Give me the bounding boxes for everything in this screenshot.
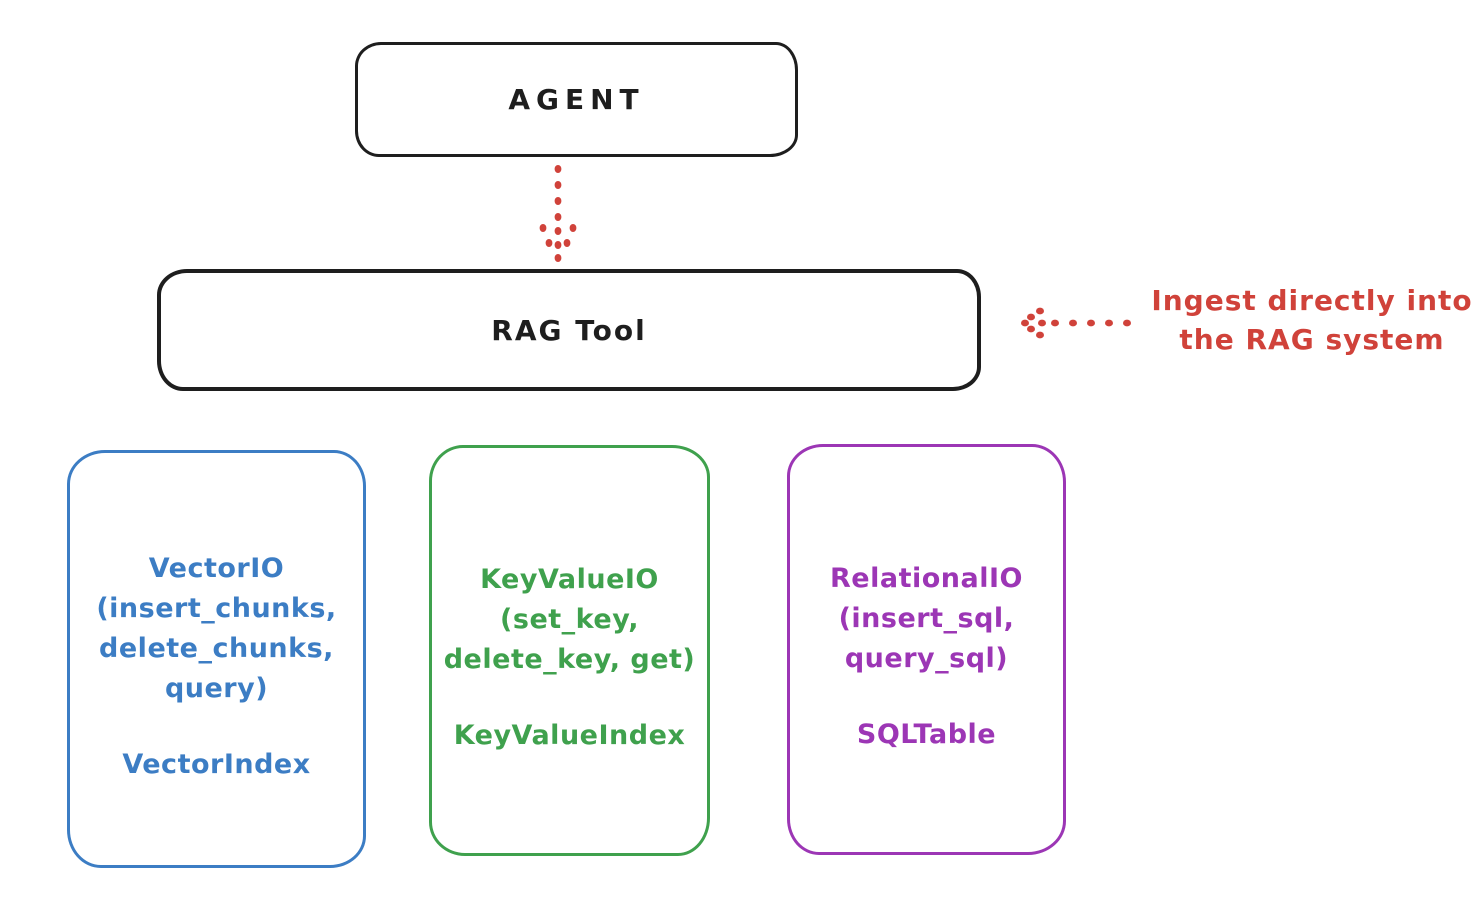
- rag-tool-node: RAG Tool: [157, 269, 981, 391]
- keyvalue-io-content: KeyValueIO (set_key, delete_key, get) Ke…: [432, 448, 707, 853]
- backend-function-line: VectorIO: [148, 553, 285, 584]
- backend-function-line: query): [164, 673, 269, 704]
- vector-io-content: VectorIO (insert_chunks, delete_chunks, …: [70, 453, 363, 865]
- relational-io-content: RelationalIO (insert_sql, query_sql) SQL…: [790, 447, 1063, 852]
- keyvalue-index-label: KeyValueIndex: [453, 720, 686, 751]
- backend-function-line: delete_key, get): [443, 644, 696, 675]
- relational-io-node: RelationalIO (insert_sql, query_sql) SQL…: [787, 444, 1066, 855]
- ingest-annotation: Ingest directly into the RAG system: [1140, 281, 1484, 359]
- backend-function-line: delete_chunks,: [99, 633, 334, 664]
- backend-function-line: (set_key,: [500, 604, 639, 635]
- backend-function-line: KeyValueIO: [480, 564, 659, 595]
- vector-index-label: VectorIndex: [122, 749, 311, 780]
- backend-function-line: (insert_chunks,: [96, 593, 337, 624]
- ingest-annotation-line2: the RAG system: [1179, 323, 1445, 356]
- backend-function-line: (insert_sql,: [838, 603, 1015, 634]
- dotted-down-arrow-icon: [534, 164, 582, 264]
- keyvalue-io-node: KeyValueIO (set_key, delete_key, get) Ke…: [429, 445, 710, 856]
- sql-table-label: SQLTable: [856, 719, 997, 750]
- ingest-annotation-line1: Ingest directly into: [1151, 284, 1473, 317]
- backend-function-line: RelationalIO: [830, 563, 1023, 594]
- rag-tool-label: RAG Tool: [491, 313, 647, 347]
- vector-io-node: VectorIO (insert_chunks, delete_chunks, …: [67, 450, 366, 868]
- backend-function-line: query_sql): [844, 643, 1009, 674]
- agent-label: AGENT: [508, 83, 645, 116]
- agent-node: AGENT: [355, 42, 798, 157]
- dotted-left-arrow-icon: [1014, 303, 1136, 343]
